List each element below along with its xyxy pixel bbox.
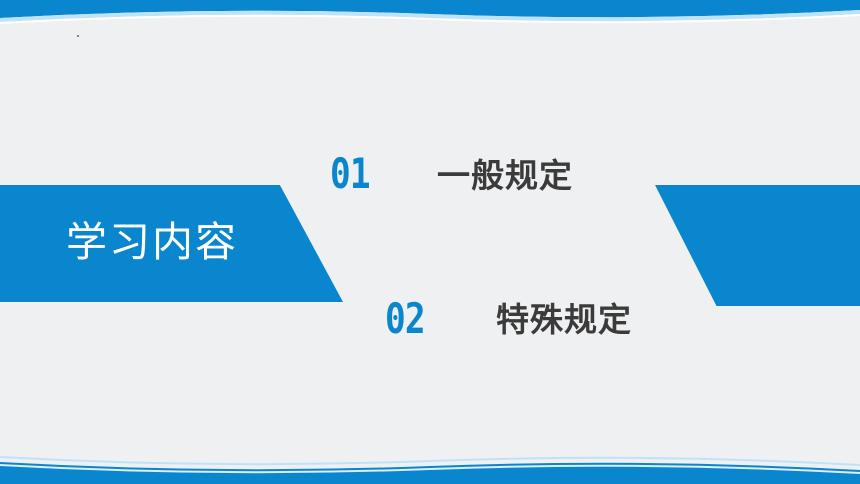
item-number-02: 02: [385, 294, 426, 343]
right-banner: [655, 185, 860, 306]
item-label-01: 一般规定: [437, 156, 573, 195]
bottom-wave-border: [0, 456, 860, 484]
left-banner: [0, 185, 343, 302]
banner-title: 学习内容: [66, 218, 238, 266]
top-wave-border: [0, 0, 860, 24]
item-label-02: 特殊规定: [496, 300, 632, 339]
decorative-dot: [77, 35, 79, 37]
item-number-01: 01: [330, 149, 371, 198]
